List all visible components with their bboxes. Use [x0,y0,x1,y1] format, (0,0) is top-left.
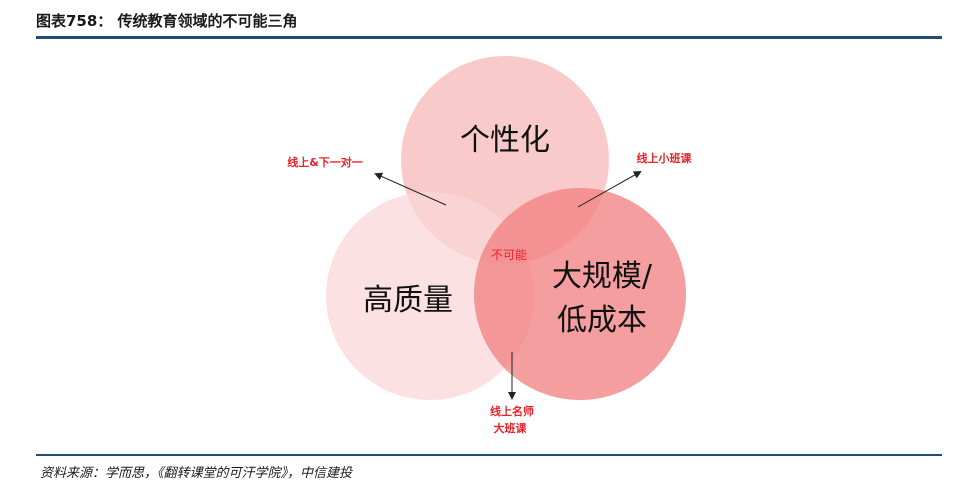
annotation-bottom-line1: 线上名师 [490,404,534,418]
label-right-line2: 低成本 [557,303,647,338]
figure-title: 图表758： 传统教育领域的不可能三角 [36,12,298,30]
annotation-top-left: 线上&下一对一 [287,155,363,169]
figure-header: 图表758： 传统教育领域的不可能三角 [36,6,942,39]
circle-left [326,192,534,400]
label-right-line1: 大规模/ [552,259,653,294]
label-top: 个性化 [460,123,550,158]
header-divider [36,36,942,39]
annotation-bottom-line2: 大班课 [494,421,528,435]
center-label: 不可能 [491,248,527,262]
circle-right [474,188,686,400]
arrow-top-left [374,172,447,206]
arrow-top-right [577,171,642,208]
footer-divider [36,454,942,456]
source-note: 资料来源：学而思，《翻转课堂的可汗学院》，中信建投 [40,466,353,481]
label-left: 高质量 [363,283,453,318]
annotation-top-right: 线上小班课 [637,151,693,165]
